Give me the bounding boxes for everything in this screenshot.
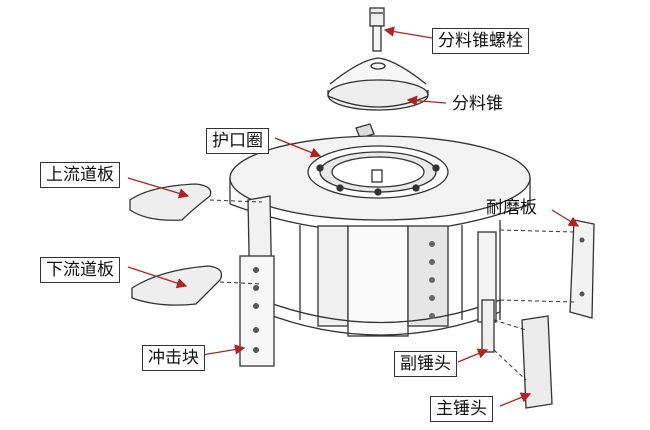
distribution-cone-part [327,57,429,111]
label-main-hammer: 主锤头 [430,396,493,422]
lower-runner-plate-part [131,265,223,306]
label-cone: 分料锥 [452,94,503,114]
label-mouth-ring: 护口圈 [206,128,269,154]
wear-plate-part [569,219,595,319]
label-lower-runner: 下流道板 [40,257,120,283]
label-upper-runner: 上流道板 [40,162,120,188]
label-impact-block: 冲击块 [142,345,205,371]
sub-hammer-part [481,299,495,353]
label-cone-bolt: 分料锥螺栓 [432,28,529,54]
rotor-body [229,135,531,337]
upper-runner-plate-part [129,183,212,221]
cone-bolt-part [369,7,385,52]
small-key-part [355,123,375,139]
label-wear-plate: 耐磨板 [486,198,537,218]
label-sub-hammer: 副锤头 [394,351,457,377]
main-hammer-part [521,315,553,409]
impact-block-part [239,195,275,367]
